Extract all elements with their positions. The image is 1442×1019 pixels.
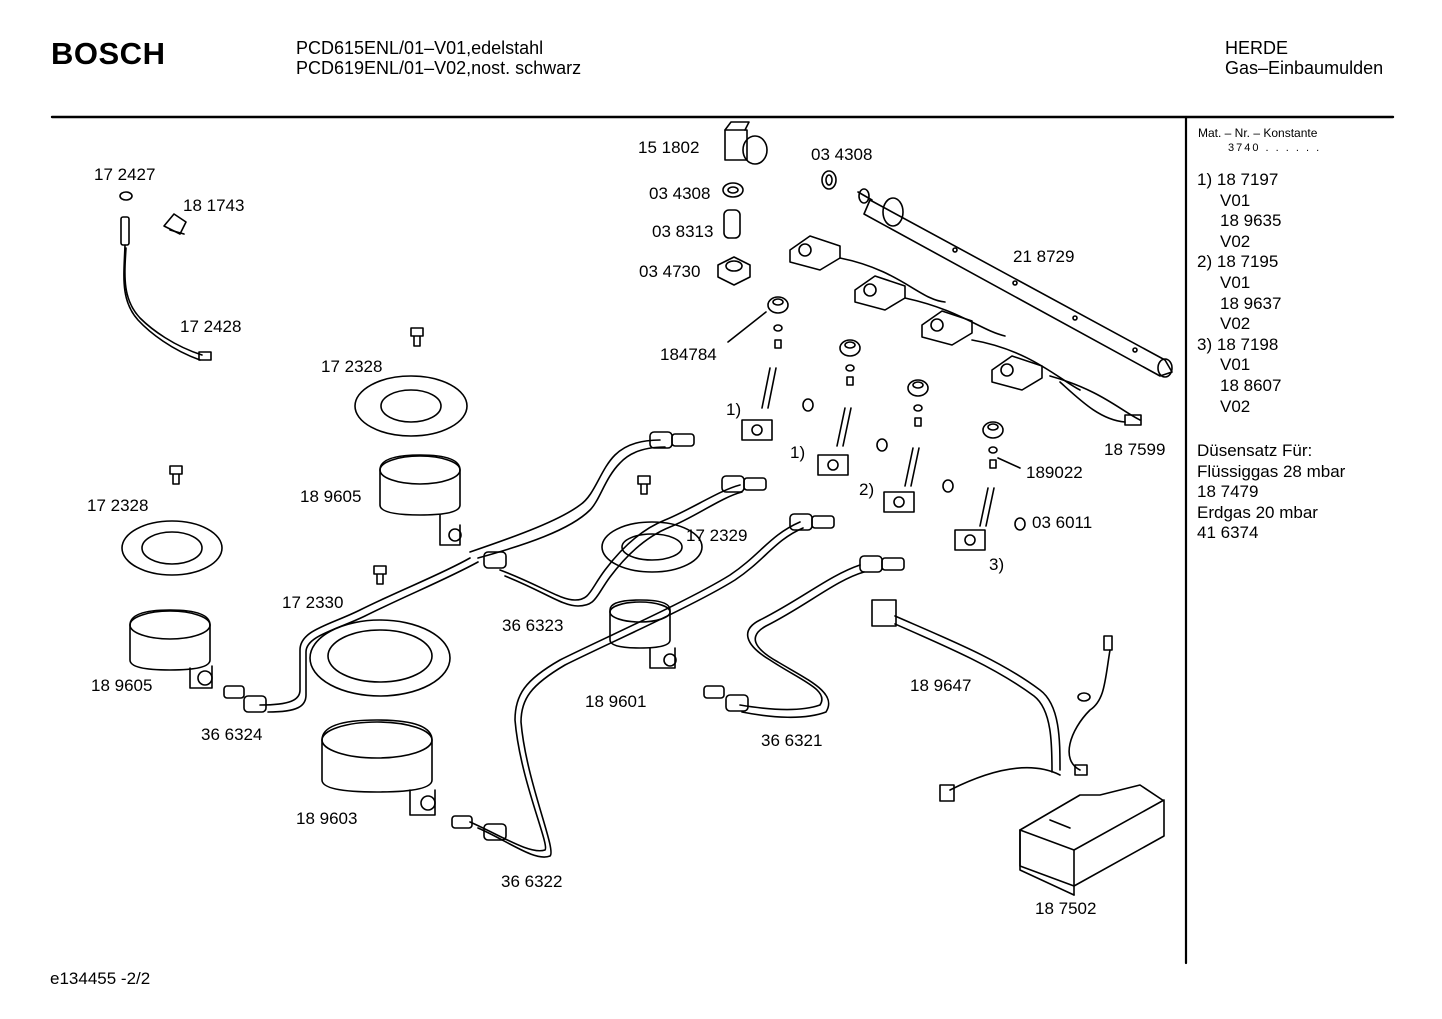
variant-marker: 2) (859, 480, 875, 499)
part-label: 184784 (660, 345, 717, 364)
elbow-fitting-151802 (724, 121, 768, 165)
part-label: 03 4730 (639, 262, 701, 281)
group-2: 2) 18 7195 (1197, 252, 1279, 272)
variant-marker: 3) (989, 555, 1005, 574)
category-line-2: Gas–Einbaumulden (1225, 58, 1384, 78)
variant-marker: 1) (726, 400, 742, 419)
washers-nuts (717, 170, 837, 286)
part-label: 17 2329 (686, 526, 748, 545)
part-label: 21 8729 (1013, 247, 1075, 266)
part-label: 36 6321 (761, 731, 823, 750)
part-label: 36 6324 (201, 725, 263, 744)
part-label: 15 1802 (638, 138, 700, 157)
ignition-module-187502 (1019, 784, 1165, 896)
document-id: e134455 -2/2 (50, 969, 151, 988)
part-label: 18 9647 (910, 676, 972, 695)
part-label: 17 2328 (87, 496, 149, 515)
part-label: 18 9603 (296, 809, 358, 828)
model-line-1: PCD615ENL/01–V01,edelstahl (296, 38, 544, 58)
screw-parts (169, 327, 651, 585)
part-label: 03 8313 (652, 222, 714, 241)
variant-marker: 1) (790, 443, 806, 462)
ignition-wiring-189647 (871, 599, 1113, 802)
model-line-2: PCD619ENL/01–V02,nost. schwarz (296, 58, 582, 78)
part-label: 18 1743 (183, 196, 245, 215)
part-label: 03 4308 (811, 145, 873, 164)
leader-184784 (727, 311, 767, 343)
part-label: 03 6011 (1032, 513, 1093, 532)
burner-rings (121, 375, 703, 697)
part-label: 17 2330 (282, 593, 344, 612)
tube-fittings (223, 431, 905, 841)
gas-rail-218729 (857, 188, 1173, 378)
nozzle-set: Düsensatz Für: Flüssiggas 28 mbar 18 747… (1197, 441, 1346, 543)
part-label: 189022 (1026, 463, 1083, 482)
gas-valves (741, 367, 1026, 551)
category-line-1: HERDE (1225, 38, 1289, 58)
gas-tubes (259, 439, 865, 858)
clip-part-181743 (163, 213, 187, 235)
part-label: 36 6322 (501, 872, 563, 891)
part-label: 17 2427 (94, 165, 156, 184)
part-label: 18 9601 (585, 692, 647, 711)
part-label: 36 6323 (502, 616, 564, 635)
burner-housings (129, 454, 677, 816)
group-3: 3) 18 7198 (1197, 334, 1279, 354)
group-1: 1) 18 7197 (1197, 170, 1279, 189)
leader-189022 (997, 457, 1021, 469)
part-label: 18 7599 (1104, 440, 1166, 459)
valve-brackets (789, 235, 1142, 426)
part-label: 18 7502 (1035, 899, 1097, 918)
thermocouple-part (119, 191, 212, 361)
valve-seals (767, 296, 1004, 469)
part-label: 18 9605 (300, 487, 362, 506)
part-label: 18 9605 (91, 676, 153, 695)
part-label: 17 2328 (321, 357, 383, 376)
sidebar-groups: 1) 18 7197 V01 18 9635 V02 2) 18 7195 V0… (1197, 170, 1282, 416)
part-label: 03 4308 (649, 184, 711, 203)
brand-logo: BOSCH (51, 36, 166, 71)
part-label: 17 2428 (180, 317, 242, 336)
constant-value: 3740 . . . . . . (1228, 142, 1322, 154)
constant-title: Mat. – Nr. – Konstante (1198, 126, 1318, 140)
